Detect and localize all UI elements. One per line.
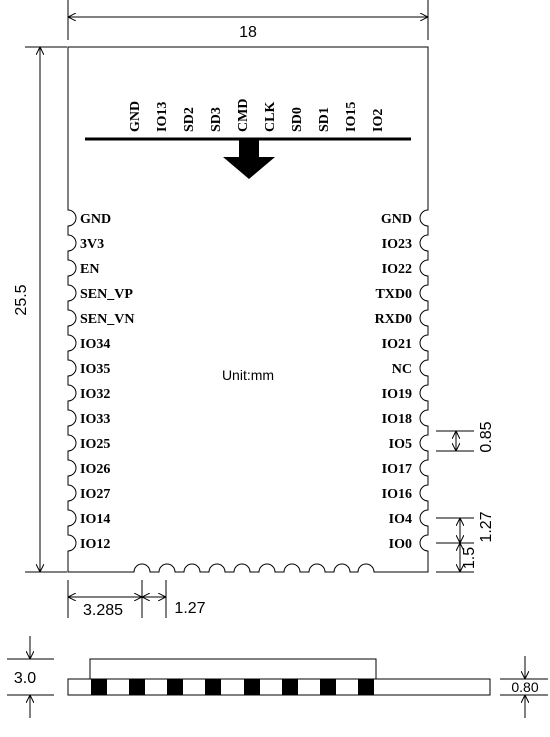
side-pad: [320, 679, 336, 695]
right-pin-labels: GND IO23 IO22 TXD0 RXD0 IO21 NC IO19 IO1…: [375, 212, 412, 552]
shield-can: [89, 658, 377, 680]
pad-offset-dimension: 3.285 1.27: [67, 580, 206, 619]
side-pitch-label: 1.27: [478, 511, 495, 542]
side-pad: [282, 679, 298, 695]
top-pin: IO13: [155, 102, 170, 132]
left-pin: IO34: [80, 337, 110, 352]
top-pin: CLK: [263, 102, 278, 132]
top-pin: IO15: [344, 102, 359, 132]
side-view: [67, 658, 491, 696]
left-pin: IO27: [80, 487, 110, 502]
module-height-label: 3.0: [14, 670, 36, 687]
left-pin-labels: GND 3V3 EN SEN_VP SEN_VN IO34 IO35 IO32 …: [80, 212, 134, 552]
left-pin: IO33: [80, 412, 110, 427]
pad-spacing-dimension: 0.85: [436, 421, 495, 453]
side-pitch-dimension: 1.27 1.5: [436, 511, 495, 573]
left-pin: EN: [80, 262, 99, 277]
right-pin: GND: [381, 212, 412, 227]
unit-label: Unit:mm: [222, 367, 274, 383]
left-pin: IO14: [80, 512, 110, 527]
module-outline: [67, 46, 429, 573]
right-pin: IO4: [389, 512, 412, 527]
top-pin-labels: GND IO13 SD2 SD3 CMD CLK SD0 SD1 IO15 IO…: [128, 99, 386, 132]
right-pin: IO0: [389, 537, 412, 552]
top-pin: SD0: [290, 107, 305, 132]
side-pad: [91, 679, 107, 695]
width-label: 18: [239, 24, 257, 41]
left-pin: SEN_VP: [80, 287, 133, 302]
right-pin: NC: [392, 362, 412, 377]
side-pad: [358, 679, 374, 695]
side-pad: [167, 679, 183, 695]
side-pad: [205, 679, 221, 695]
side-pad: [129, 679, 145, 695]
left-pin: IO32: [80, 387, 110, 402]
right-pin: IO18: [382, 412, 412, 427]
module-height-dimension: 3.0: [7, 636, 54, 718]
pad-pitch-label: 1.27: [174, 600, 205, 617]
left-pin: IO26: [80, 462, 110, 477]
pcb-thickness-dimension: 0.80: [500, 656, 548, 718]
right-pin: IO5: [389, 437, 412, 452]
top-pin: GND: [128, 101, 143, 132]
top-pin: SD3: [209, 107, 224, 132]
pcb-thickness-label: 0.80: [511, 679, 538, 695]
left-pin: IO25: [80, 437, 110, 452]
edge-offset-label: 1.5: [461, 547, 478, 569]
right-pin: RXD0: [375, 312, 412, 327]
left-pin: 3V3: [80, 237, 104, 252]
right-pin: TXD0: [375, 287, 412, 302]
left-pin: GND: [80, 212, 111, 227]
right-pin: IO16: [382, 487, 412, 502]
height-label: 25.5: [13, 284, 30, 315]
side-pad: [244, 679, 260, 695]
right-pin: IO23: [382, 237, 412, 252]
top-pin: CMD: [236, 99, 251, 132]
left-pin: IO12: [80, 537, 110, 552]
down-arrow-icon: [223, 139, 275, 179]
right-pin: IO17: [382, 462, 412, 477]
top-pin: SD1: [317, 107, 332, 132]
right-pin: IO21: [382, 337, 412, 352]
pad-spacing-label: 0.85: [478, 421, 495, 452]
right-pin: IO22: [382, 262, 412, 277]
top-pin: SD2: [182, 107, 197, 132]
top-pin: IO2: [371, 109, 386, 132]
pad-offset-label: 3.285: [83, 602, 123, 619]
height-dimension: 25.5: [13, 46, 67, 573]
width-dimension: 18: [67, 0, 429, 41]
left-pin: IO35: [80, 362, 110, 377]
right-pin: IO19: [382, 387, 412, 402]
left-pin: SEN_VN: [80, 312, 134, 327]
